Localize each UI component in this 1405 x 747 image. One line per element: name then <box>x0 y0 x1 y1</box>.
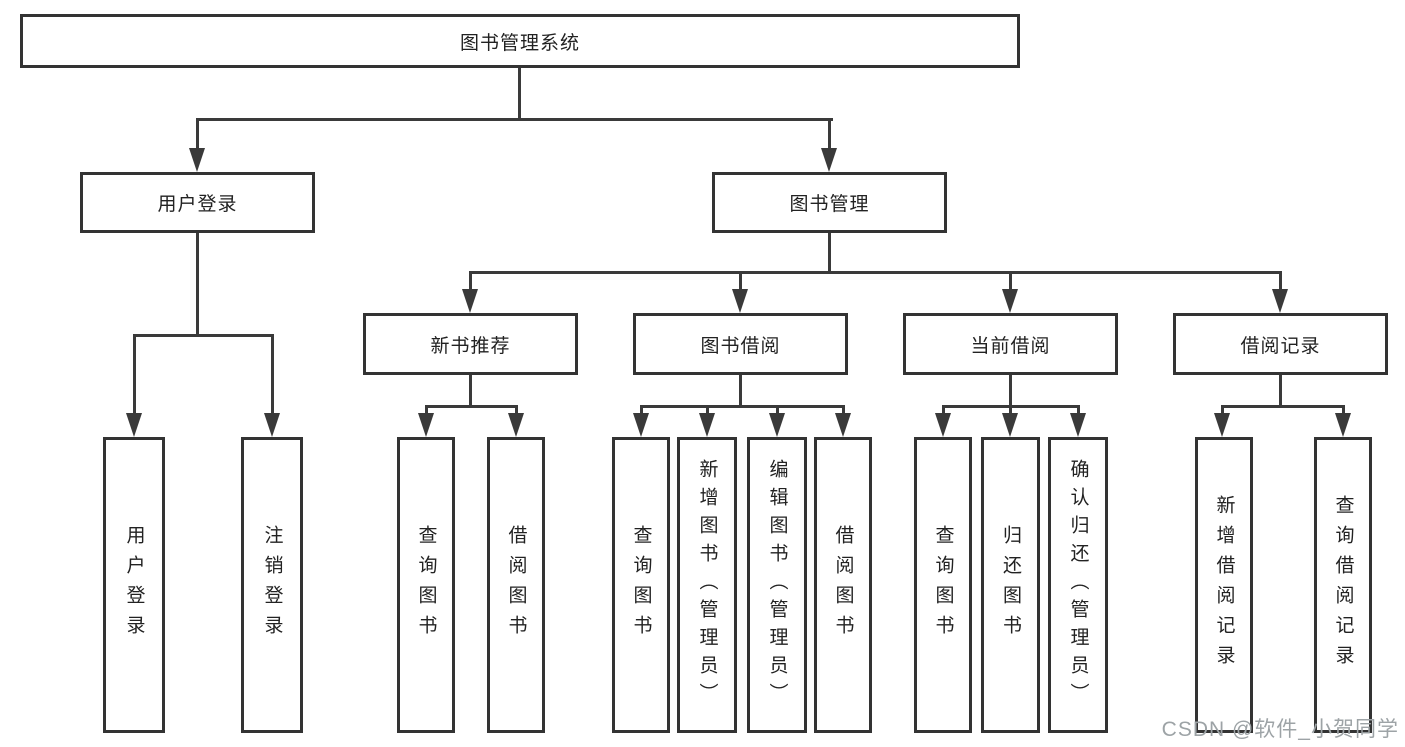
arrow-down-icon <box>821 148 837 172</box>
connector-hline <box>1221 405 1345 408</box>
leaf-borrow-add-books-admin: 新增图书（管理员） <box>677 437 737 733</box>
leaf-recommend-borrow-books: 借阅图书 <box>487 437 545 733</box>
arrow-down-icon <box>1070 413 1086 437</box>
connector-vline <box>1009 375 1012 407</box>
connector-drop-line <box>828 118 831 151</box>
connector-drop-line <box>271 334 274 416</box>
connector-drop-line <box>706 405 709 417</box>
connector-hline <box>425 405 518 408</box>
connector-drop-line <box>469 271 472 291</box>
arrow-down-icon <box>462 289 478 313</box>
leaf-logout: 注销登录 <box>241 437 303 733</box>
leaf-records-add-record: 新增借阅记录 <box>1195 437 1253 733</box>
connector-vline <box>196 233 199 337</box>
arrow-down-icon <box>189 148 205 172</box>
node-label: 查询图书 <box>630 525 652 645</box>
arrow-down-icon <box>835 413 851 437</box>
connector-root-vline <box>518 68 521 121</box>
connector-drop-line <box>133 334 136 416</box>
node-label: 图书借阅 <box>700 335 781 357</box>
node-label: 借阅图书 <box>832 525 854 645</box>
node-label: 查询借阅记录 <box>1332 495 1354 675</box>
connector-drop-line <box>739 271 742 291</box>
leaf-current-confirm-return-admin: 确认归还（管理员） <box>1048 437 1108 733</box>
node-label: 查询图书 <box>932 525 954 645</box>
connector-drop-line <box>196 118 199 151</box>
connector-drop-line <box>640 405 643 417</box>
connector-root-hline <box>196 118 833 121</box>
arrow-down-icon <box>264 413 280 437</box>
node-library-management-system: 图书管理系统 <box>20 14 1020 68</box>
arrow-down-icon <box>935 413 951 437</box>
connector-drop-line <box>1077 405 1080 417</box>
arrow-down-icon <box>699 413 715 437</box>
connector-vline <box>1279 375 1282 407</box>
node-label: 用户登录 <box>123 525 145 645</box>
connector-drop-line <box>1009 405 1012 417</box>
node-label: 图书管理系统 <box>459 32 580 54</box>
connector-vline <box>469 375 472 407</box>
connector-drop-line <box>942 405 945 417</box>
node-book-management: 图书管理 <box>712 172 947 233</box>
leaf-borrow-query-books: 查询图书 <box>612 437 670 733</box>
connector-drop-line <box>515 405 518 417</box>
arrow-down-icon <box>1214 413 1230 437</box>
arrow-down-icon <box>1335 413 1351 437</box>
arrow-down-icon <box>1002 413 1018 437</box>
leaf-records-query-record: 查询借阅记录 <box>1314 437 1372 733</box>
connector-hline <box>640 405 845 408</box>
node-label: 图书管理 <box>789 194 870 215</box>
node-label: 查询图书 <box>415 525 437 645</box>
connector-hline <box>469 271 1282 274</box>
node-label: 注销登录 <box>261 525 283 645</box>
node-label: 用户登录 <box>157 194 238 215</box>
connector-hline <box>133 334 274 337</box>
node-label: 借阅图书 <box>505 525 527 645</box>
leaf-borrow-edit-books-admin: 编辑图书（管理员） <box>747 437 807 733</box>
arrow-down-icon <box>418 413 434 437</box>
node-label: 新书推荐 <box>430 335 511 357</box>
arrow-down-icon <box>508 413 524 437</box>
node-borrowing-records: 借阅记录 <box>1173 313 1388 375</box>
arrow-down-icon <box>126 413 142 437</box>
arrow-down-icon <box>1002 289 1018 313</box>
node-book-borrowing: 图书借阅 <box>633 313 848 375</box>
node-user-login: 用户登录 <box>80 172 315 233</box>
connector-drop-line <box>1221 405 1224 417</box>
leaf-recommend-query-books: 查询图书 <box>397 437 455 733</box>
node-label: 新增图书（管理员） <box>696 459 718 711</box>
node-label: 当前借阅 <box>970 335 1051 357</box>
connector-drop-line <box>842 405 845 417</box>
arrow-down-icon <box>732 289 748 313</box>
arrow-down-icon <box>633 413 649 437</box>
node-current-borrowing: 当前借阅 <box>903 313 1118 375</box>
leaf-user-login: 用户登录 <box>103 437 165 733</box>
node-label: 新增借阅记录 <box>1213 495 1235 675</box>
connector-drop-line <box>1342 405 1345 417</box>
leaf-current-return-books: 归还图书 <box>981 437 1040 733</box>
node-label: 借阅记录 <box>1240 335 1321 357</box>
arrow-down-icon <box>769 413 785 437</box>
connector-drop-line <box>776 405 779 417</box>
node-label: 编辑图书（管理员） <box>766 459 788 711</box>
leaf-current-query-books: 查询图书 <box>914 437 972 733</box>
node-label: 归还图书 <box>1000 525 1021 645</box>
connector-vline <box>739 375 742 407</box>
csdn-watermark: CSDN @软件_小贺同学 <box>1161 718 1399 741</box>
arrow-down-icon <box>1272 289 1288 313</box>
connector-drop-line <box>425 405 428 417</box>
node-new-book-recommendation: 新书推荐 <box>363 313 578 375</box>
node-label: 确认归还（管理员） <box>1067 459 1089 711</box>
connector-drop-line <box>1279 271 1282 291</box>
connector-vline <box>828 233 831 274</box>
connector-drop-line <box>1009 271 1012 291</box>
leaf-borrow-borrow-books: 借阅图书 <box>814 437 872 733</box>
